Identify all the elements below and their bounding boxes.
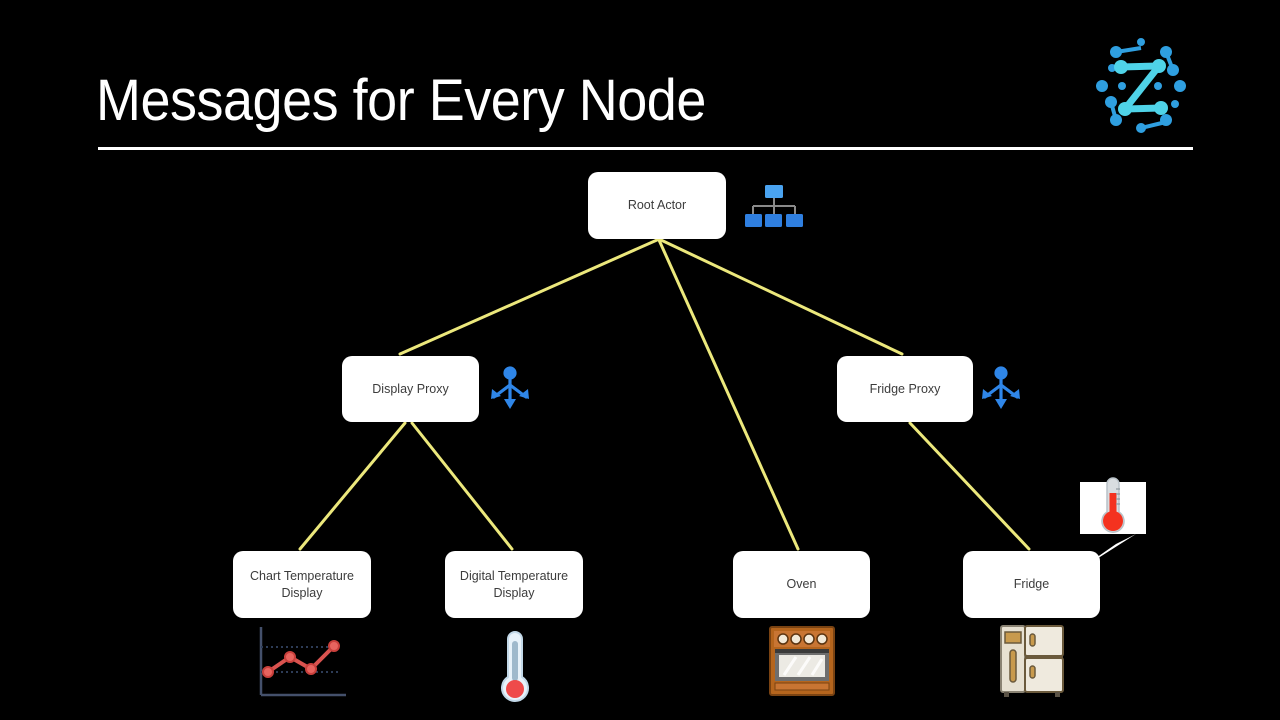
oven-icon [768,625,836,697]
node-fridge-proxy[interactable]: Fridge Proxy [837,356,973,422]
page-title: Messages for Every Node [96,68,706,133]
node-label: Oven [786,577,817,591]
edge-root-display-proxy [398,238,659,356]
hierarchy-icon [744,183,804,231]
node-label: Chart Temperature Display [250,568,354,600]
edge-root-fridge-proxy [659,238,904,356]
node-oven[interactable]: Oven [733,551,870,618]
node-digital-temperature-display[interactable]: Digital Temperature Display [445,551,583,618]
node-label: Root Actor [627,198,687,212]
line-chart-icon [252,625,348,707]
node-display-proxy[interactable]: Display Proxy [342,356,479,422]
title-underline-rule [98,147,1193,150]
node-chart-temperature-display[interactable]: Chart Temperature Display [233,551,371,618]
node-fridge[interactable]: Fridge [963,551,1100,618]
refrigerator-icon [999,624,1065,700]
node-root-actor[interactable]: Root Actor [588,172,726,239]
node-label: Fridge [1013,577,1050,591]
edge-fridge-proxy-fridge [908,421,1031,551]
edge-root-oven [657,238,800,551]
broadcast-icon [489,365,531,413]
thermometer-icon [1098,473,1128,539]
z-network-logo [1085,30,1197,142]
edge-display-proxy-chart [298,421,407,551]
node-label: Display Proxy [372,381,449,396]
edge-display-proxy-digital [410,421,514,551]
node-label: Digital Temperature Display [459,568,569,600]
broadcast-icon [980,365,1022,413]
node-label: Fridge Proxy [869,381,941,396]
thermometer-icon [497,625,533,709]
